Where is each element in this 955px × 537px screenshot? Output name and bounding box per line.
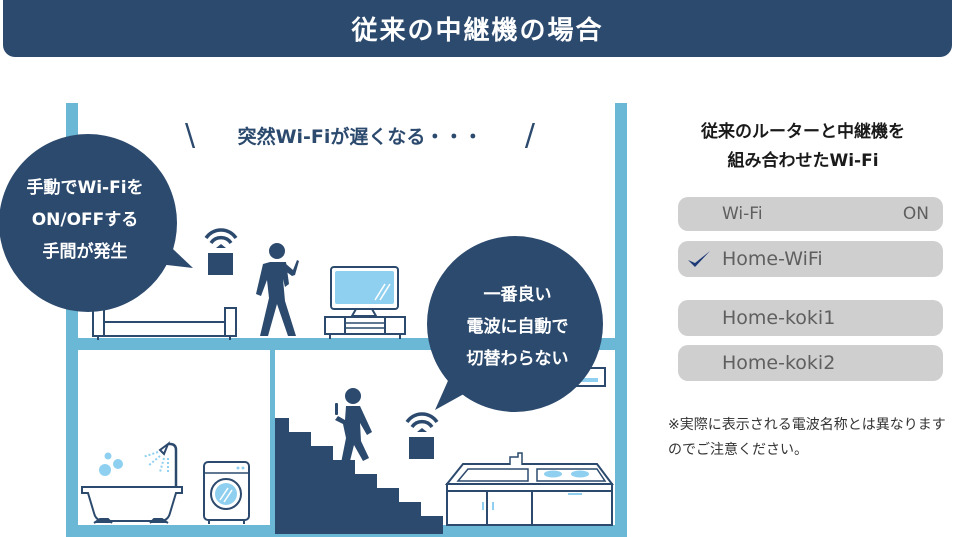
bubble-right-line: 一番良い [483, 285, 552, 305]
shower-icon [142, 441, 178, 487]
network-name: Home-koki1 [722, 307, 836, 329]
wifi-toggle-row[interactable]: Wi-Fi ON [678, 197, 943, 231]
wifi-toggle-state[interactable]: ON [902, 204, 929, 224]
washing-machine-icon [203, 461, 250, 524]
bubble-left-line: ON/OFFする [31, 210, 139, 230]
house-scene-svg [0, 103, 627, 537]
network-item-home-koki2[interactable]: Home-koki2 [678, 345, 943, 381]
climbing-person-icon [335, 388, 372, 465]
speech-bubble-right [427, 236, 603, 412]
checkmark-icon [688, 251, 710, 267]
network-item-home-wifi[interactable]: Home-WiFi [678, 241, 943, 277]
network-name: Home-WiFi [722, 248, 823, 270]
sofa-icon [92, 307, 237, 340]
panel-title-line: 従来のルーターと中継機を [701, 122, 905, 142]
tagline: \ 突然Wi-Fiが遅くなる・・・ / [185, 117, 535, 153]
stairs-icon [275, 418, 443, 534]
tagline-right-mark: / [524, 117, 535, 153]
disclaimer-note: ※実際に表示される電波名称とは異なりますのでご注意ください。 [668, 417, 946, 458]
tagline-left-mark: \ [185, 117, 196, 153]
bathtub-icon [81, 452, 183, 524]
bubble-left-text: 手動でWi-Fiを ON/OFFする 手間が発生 [0, 172, 170, 268]
wifi-settings-panel: 従来のルーターと中継機を 組み合わせたWi-Fi Wi-Fi ON Home-W… [668, 118, 948, 458]
network-item-home-koki1[interactable]: Home-koki1 [678, 300, 943, 336]
wifi-toggle-label: Wi-Fi [722, 204, 763, 224]
tagline-text: 突然Wi-Fiが遅くなる・・・ [237, 125, 483, 148]
bubble-right-line: 切替わらない [466, 349, 569, 369]
bubble-left-line: 手間が発生 [42, 242, 128, 262]
panel-title-line: 組み合わせたWi-Fi [727, 151, 879, 171]
kitchen-icon [444, 452, 614, 526]
wifi-router-icon [204, 228, 238, 275]
speech-bubble-left [0, 134, 193, 312]
network-name: Home-koki2 [722, 352, 836, 374]
kitchen-details [482, 470, 589, 510]
tv-icon [324, 266, 406, 339]
walking-person-icon [256, 243, 299, 336]
wifi-router-icon-downstairs [405, 412, 439, 459]
header-banner: 従来の中継機の場合 [3, 0, 952, 57]
bubble-left-line: 手動でWi-Fiを [26, 178, 144, 198]
bubble-right-line: 電波に自動で [466, 317, 569, 337]
page-title: 従来の中継機の場合 [351, 16, 604, 46]
panel-title: 従来のルーターと中継機を 組み合わせたWi-Fi [668, 118, 938, 176]
bubble-right-text: 一番良い 電波に自動で 切替わらない [440, 279, 595, 375]
house-illustration: \ 突然Wi-Fiが遅くなる・・・ / 手動でWi-Fiを ON/OFFする 手… [0, 103, 627, 537]
